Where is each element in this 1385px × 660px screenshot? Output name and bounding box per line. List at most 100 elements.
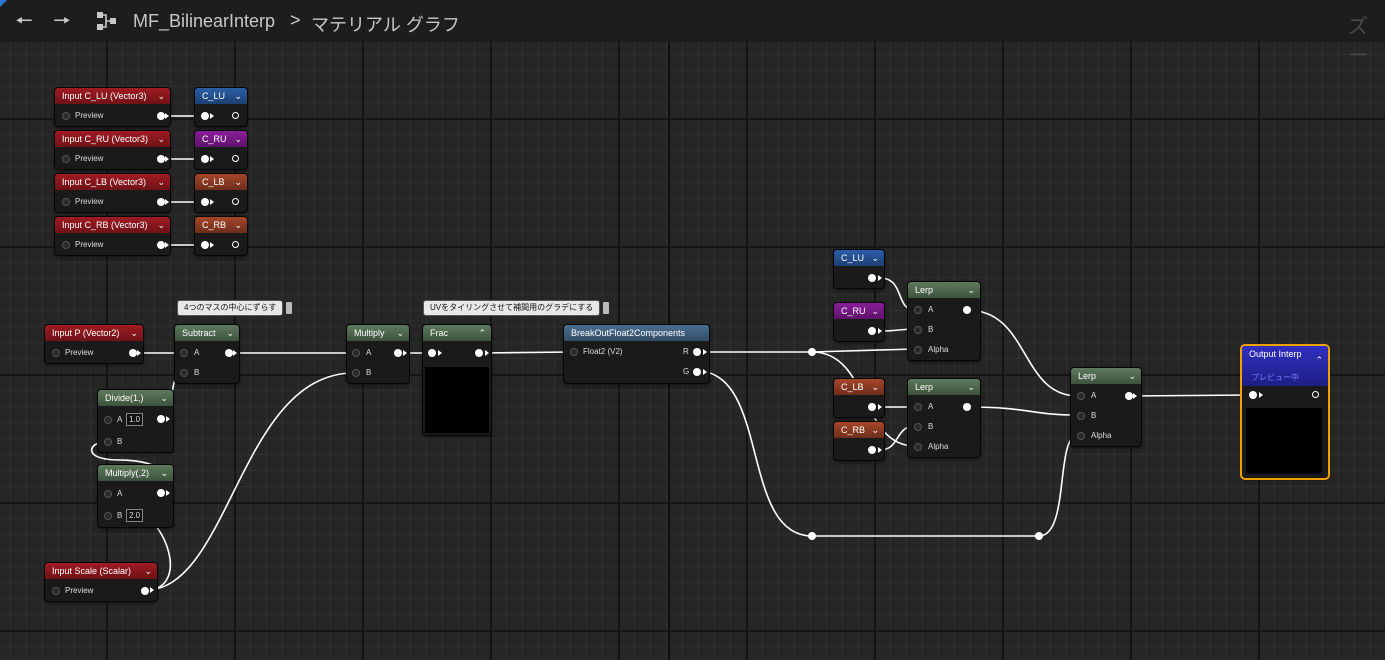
input-pin[interactable] bbox=[570, 348, 578, 356]
chevron-down-icon[interactable]: ⌄ bbox=[157, 134, 165, 144]
preview-pin[interactable] bbox=[52, 587, 60, 595]
node-title[interactable]: C_RU⌄ bbox=[834, 303, 884, 319]
input-pin-a[interactable] bbox=[914, 403, 922, 411]
node-title[interactable]: Multiply(,2)⌄ bbox=[98, 465, 173, 481]
input-pin-b[interactable] bbox=[180, 369, 188, 377]
output-pin[interactable] bbox=[232, 155, 239, 162]
output-pin[interactable] bbox=[232, 241, 239, 248]
output-pin-r[interactable] bbox=[693, 348, 701, 356]
node-lerp-mid[interactable]: Lerp⌄ A B Alpha bbox=[908, 379, 980, 457]
output-pin[interactable] bbox=[868, 446, 876, 454]
node-title[interactable]: Output Interp ⌃ bbox=[1242, 346, 1328, 386]
output-pin[interactable] bbox=[141, 587, 149, 595]
input-pin-b[interactable] bbox=[352, 369, 360, 377]
output-pin[interactable] bbox=[868, 403, 876, 411]
output-pin[interactable] bbox=[475, 349, 483, 357]
breadcrumb-asset[interactable]: MF_BilinearInterp bbox=[133, 11, 276, 31]
output-pin[interactable] bbox=[1125, 392, 1133, 400]
node-title[interactable]: Input C_LU (Vector3)⌄ bbox=[55, 88, 170, 104]
chevron-down-icon[interactable]: ⌄ bbox=[234, 220, 242, 230]
chevron-down-icon[interactable]: ⌄ bbox=[967, 382, 975, 392]
node-output-interp[interactable]: Output Interp ⌃ プレビュー中 bbox=[1242, 346, 1328, 478]
output-pin[interactable] bbox=[963, 306, 971, 314]
input-pin-alpha[interactable] bbox=[914, 443, 922, 451]
comment-bubble-frac[interactable]: UVをタイリングさせて補間用のグラデにする bbox=[423, 300, 610, 316]
node-title[interactable]: Multiply⌄ bbox=[347, 325, 409, 341]
node-input-c-lu[interactable]: Input C_LU (Vector3)⌄ Preview bbox=[55, 88, 170, 126]
value-field-b[interactable]: 2.0 bbox=[126, 509, 144, 522]
node-title[interactable]: Input C_RU (Vector3)⌄ bbox=[55, 131, 170, 147]
chevron-down-icon[interactable]: ⌄ bbox=[871, 382, 879, 392]
chevron-down-icon[interactable]: ⌄ bbox=[234, 91, 242, 101]
preview-pin[interactable] bbox=[62, 198, 70, 206]
node-title[interactable]: C_LU⌄ bbox=[834, 250, 884, 266]
back-button[interactable]: 🠔 bbox=[13, 10, 35, 32]
input-pin[interactable] bbox=[201, 155, 209, 163]
chevron-down-icon[interactable]: ⌄ bbox=[130, 328, 138, 338]
chevron-down-icon[interactable]: ⌄ bbox=[144, 566, 152, 576]
output-pin[interactable] bbox=[157, 112, 165, 120]
chevron-down-icon[interactable]: ⌄ bbox=[226, 328, 234, 338]
node-title[interactable]: C_RB⌄ bbox=[195, 217, 247, 233]
node-title[interactable]: Input C_RB (Vector3)⌄ bbox=[55, 217, 170, 233]
output-pin[interactable] bbox=[129, 349, 137, 357]
node-title[interactable]: Lerp⌄ bbox=[908, 379, 980, 395]
output-pin[interactable] bbox=[868, 274, 876, 282]
output-pin[interactable] bbox=[1312, 391, 1319, 398]
chevron-down-icon[interactable]: ⌄ bbox=[396, 328, 404, 338]
chevron-down-icon[interactable]: ⌄ bbox=[160, 393, 168, 403]
node-title[interactable]: C_LU⌄ bbox=[195, 88, 247, 104]
comment-bubble-subtract[interactable]: 4つのマスの中心にずらす bbox=[177, 300, 293, 316]
node-input-c-lb[interactable]: Input C_LB (Vector3)⌄ Preview bbox=[55, 174, 170, 212]
node-input-c-rb[interactable]: Input C_RB (Vector3)⌄ Preview bbox=[55, 217, 170, 255]
node-title[interactable]: Input C_LB (Vector3)⌄ bbox=[55, 174, 170, 190]
node-title[interactable]: Lerp⌄ bbox=[908, 282, 980, 298]
output-pin-g[interactable] bbox=[693, 368, 701, 376]
output-pin[interactable] bbox=[157, 415, 165, 423]
chevron-down-icon[interactable]: ⌄ bbox=[157, 91, 165, 101]
node-named-reroute-c-ru[interactable]: C_RU⌄ bbox=[195, 131, 247, 169]
input-pin[interactable] bbox=[201, 112, 209, 120]
output-pin[interactable] bbox=[157, 155, 165, 163]
pin-icon[interactable] bbox=[286, 302, 293, 314]
input-pin-b[interactable] bbox=[914, 423, 922, 431]
node-get-c-lb[interactable]: C_LB⌄ bbox=[834, 379, 884, 417]
input-pin-b[interactable] bbox=[914, 326, 922, 334]
chevron-down-icon[interactable]: ⌄ bbox=[871, 253, 879, 263]
node-frac[interactable]: Frac⌃ bbox=[423, 325, 491, 435]
value-field-a[interactable]: 1.0 bbox=[126, 413, 144, 426]
forward-button[interactable]: 🠖 bbox=[51, 10, 73, 32]
node-title[interactable]: Subtract⌄ bbox=[175, 325, 239, 341]
output-pin[interactable] bbox=[868, 327, 876, 335]
node-get-c-rb[interactable]: C_RB⌄ bbox=[834, 422, 884, 460]
output-pin[interactable] bbox=[157, 489, 165, 497]
node-title[interactable]: C_LB⌄ bbox=[834, 379, 884, 395]
node-title[interactable]: C_RU⌄ bbox=[195, 131, 247, 147]
chevron-down-icon[interactable]: ⌄ bbox=[1128, 371, 1136, 381]
preview-pin[interactable] bbox=[62, 112, 70, 120]
output-pin[interactable] bbox=[394, 349, 402, 357]
output-pin[interactable] bbox=[157, 241, 165, 249]
input-pin-alpha[interactable] bbox=[1077, 432, 1085, 440]
input-pin-alpha[interactable] bbox=[914, 346, 922, 354]
node-get-c-ru[interactable]: C_RU⌄ bbox=[834, 303, 884, 341]
node-multiply[interactable]: Multiply⌄ A B bbox=[347, 325, 409, 383]
node-input-p[interactable]: Input P (Vector2)⌄ Preview bbox=[45, 325, 143, 363]
node-named-reroute-c-lu[interactable]: C_LU⌄ bbox=[195, 88, 247, 126]
node-lerp-top[interactable]: Lerp⌄ A B Alpha bbox=[908, 282, 980, 360]
chevron-down-icon[interactable]: ⌄ bbox=[967, 285, 975, 295]
input-pin-a[interactable] bbox=[352, 349, 360, 357]
preview-pin[interactable] bbox=[62, 241, 70, 249]
reroute-node[interactable] bbox=[808, 532, 816, 540]
breadcrumb-graph[interactable]: マテリアル グラフ bbox=[311, 15, 460, 35]
chevron-down-icon[interactable]: ⌄ bbox=[234, 177, 242, 187]
output-pin[interactable] bbox=[225, 349, 233, 357]
output-pin[interactable] bbox=[232, 198, 239, 205]
chevron-down-icon[interactable]: ⌄ bbox=[871, 425, 879, 435]
pin-icon[interactable] bbox=[603, 302, 610, 314]
preview-pin[interactable] bbox=[52, 349, 60, 357]
node-named-reroute-c-lb[interactable]: C_LB⌄ bbox=[195, 174, 247, 212]
node-title[interactable]: BreakOutFloat2Components bbox=[564, 325, 709, 341]
input-pin[interactable] bbox=[201, 198, 209, 206]
input-pin-a[interactable] bbox=[104, 416, 112, 424]
